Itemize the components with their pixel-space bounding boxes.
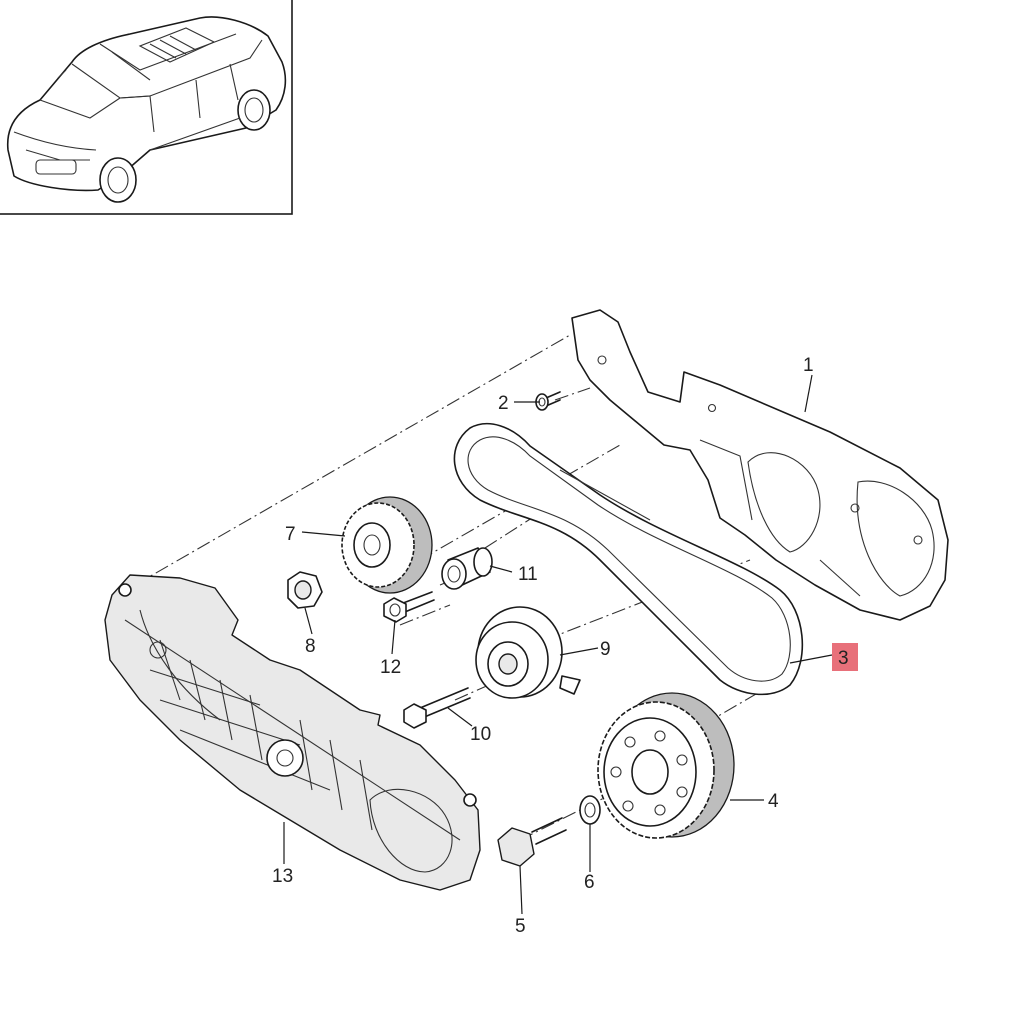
part-9-tensioner-pulley[interactable] <box>475 606 581 699</box>
part-3-timing-belt[interactable] <box>453 422 804 696</box>
part-4-crankshaft-pulley[interactable] <box>597 692 735 839</box>
callout-2[interactable]: 2 <box>498 393 509 414</box>
part-11-bushing[interactable] <box>441 547 493 590</box>
callout-3-highlight[interactable]: 3 <box>832 643 858 671</box>
callout-6[interactable]: 6 <box>584 872 595 893</box>
part-13-front-timing-cover[interactable] <box>104 574 481 891</box>
callout-labels: 1 2 3 4 5 6 7 8 9 10 11 12 13 <box>272 355 858 937</box>
part-5-bolt[interactable] <box>497 817 567 867</box>
callout-8[interactable]: 8 <box>305 636 316 657</box>
callout-3[interactable]: 3 <box>838 648 849 669</box>
callout-11[interactable]: 11 <box>518 564 538 585</box>
part-1-rear-timing-cover[interactable] <box>571 309 949 621</box>
callout-12[interactable]: 12 <box>380 657 401 678</box>
callout-1[interactable]: 1 <box>803 355 814 376</box>
callout-4[interactable]: 4 <box>768 791 779 812</box>
part-12-bolt[interactable] <box>383 591 435 623</box>
callout-7[interactable]: 7 <box>285 524 296 545</box>
part-10-long-bolt[interactable] <box>403 687 471 729</box>
part-8-nut[interactable] <box>287 571 323 609</box>
vehicle-thumbnail <box>0 0 293 215</box>
leader-lines <box>283 374 833 915</box>
callout-5[interactable]: 5 <box>515 916 526 937</box>
suv-illustration <box>6 16 287 203</box>
part-2-bolt[interactable] <box>535 391 561 411</box>
callout-10[interactable]: 10 <box>470 724 491 745</box>
part-7-sprocket[interactable] <box>341 496 433 594</box>
callout-13[interactable]: 13 <box>272 866 293 887</box>
cover-rib-grid <box>149 639 373 831</box>
part-6-washer[interactable] <box>579 795 601 825</box>
highlight-box <box>832 643 858 671</box>
callout-9[interactable]: 9 <box>600 639 611 660</box>
